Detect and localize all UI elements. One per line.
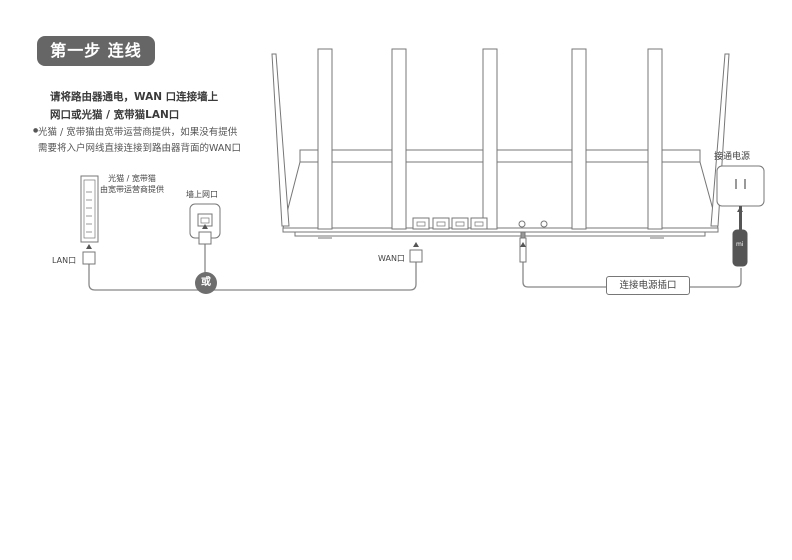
note-line-2: 需要将入户网线直接连接到路由器背面的WAN口 <box>38 143 241 154</box>
router-lan-port-1 <box>432 217 450 230</box>
wan-arrow-icon <box>413 242 419 247</box>
lan-plug <box>82 251 96 265</box>
or-badge: 或 <box>195 272 217 294</box>
dc-plug <box>519 237 527 263</box>
wan-plug <box>409 249 423 263</box>
router-wan-port <box>412 217 430 230</box>
router-lan-port-3 <box>470 217 488 230</box>
note-marker-icon: ● <box>33 127 39 134</box>
router-antenna-1 <box>317 48 333 230</box>
router-antenna-5 <box>647 48 663 230</box>
power-outlet-label: 接通电源 <box>714 152 751 162</box>
router-reset-button <box>540 220 548 228</box>
router-antenna-2 <box>391 48 407 230</box>
router-lan-port-2 <box>451 217 469 230</box>
lan-label: LAN口 <box>52 256 77 265</box>
instruction-line-2: 网口或光猫 / 宽带猫LAN口 <box>50 109 180 121</box>
plug-connectors <box>82 206 748 267</box>
modem-label-1: 光猫 / 宽带猫 <box>108 174 156 183</box>
wan-label: WAN口 <box>378 254 405 263</box>
router-dc-port <box>518 220 526 228</box>
dc-arrow-icon <box>520 242 526 247</box>
power-outlet-illustration <box>716 165 765 207</box>
wall-port-label: 墙上网口 <box>186 190 218 199</box>
router-antenna-3 <box>482 48 498 230</box>
note-line-1: 光猫 / 宽带猫由宽带运营商提供，如果没有提供 <box>38 127 238 138</box>
wall-plug <box>198 231 212 245</box>
modem-illustration <box>80 175 99 243</box>
arrows <box>86 207 743 249</box>
wall-arrow-icon <box>202 224 208 229</box>
power-adapter <box>732 229 748 267</box>
instruction-line-1: 请将路由器通电，WAN 口连接墙上 <box>50 91 219 103</box>
step-title-badge: 第一步 连线 <box>37 36 155 66</box>
power-arrow-icon <box>737 207 743 212</box>
router-illustration <box>271 48 730 239</box>
power-port-label: 连接电源插口 <box>606 276 690 295</box>
modem-label-2: 由宽带运营商提供 <box>100 185 164 194</box>
adapter-logo: mi <box>736 241 744 248</box>
router-antenna-4 <box>571 48 587 230</box>
lan-arrow-icon <box>86 244 92 249</box>
